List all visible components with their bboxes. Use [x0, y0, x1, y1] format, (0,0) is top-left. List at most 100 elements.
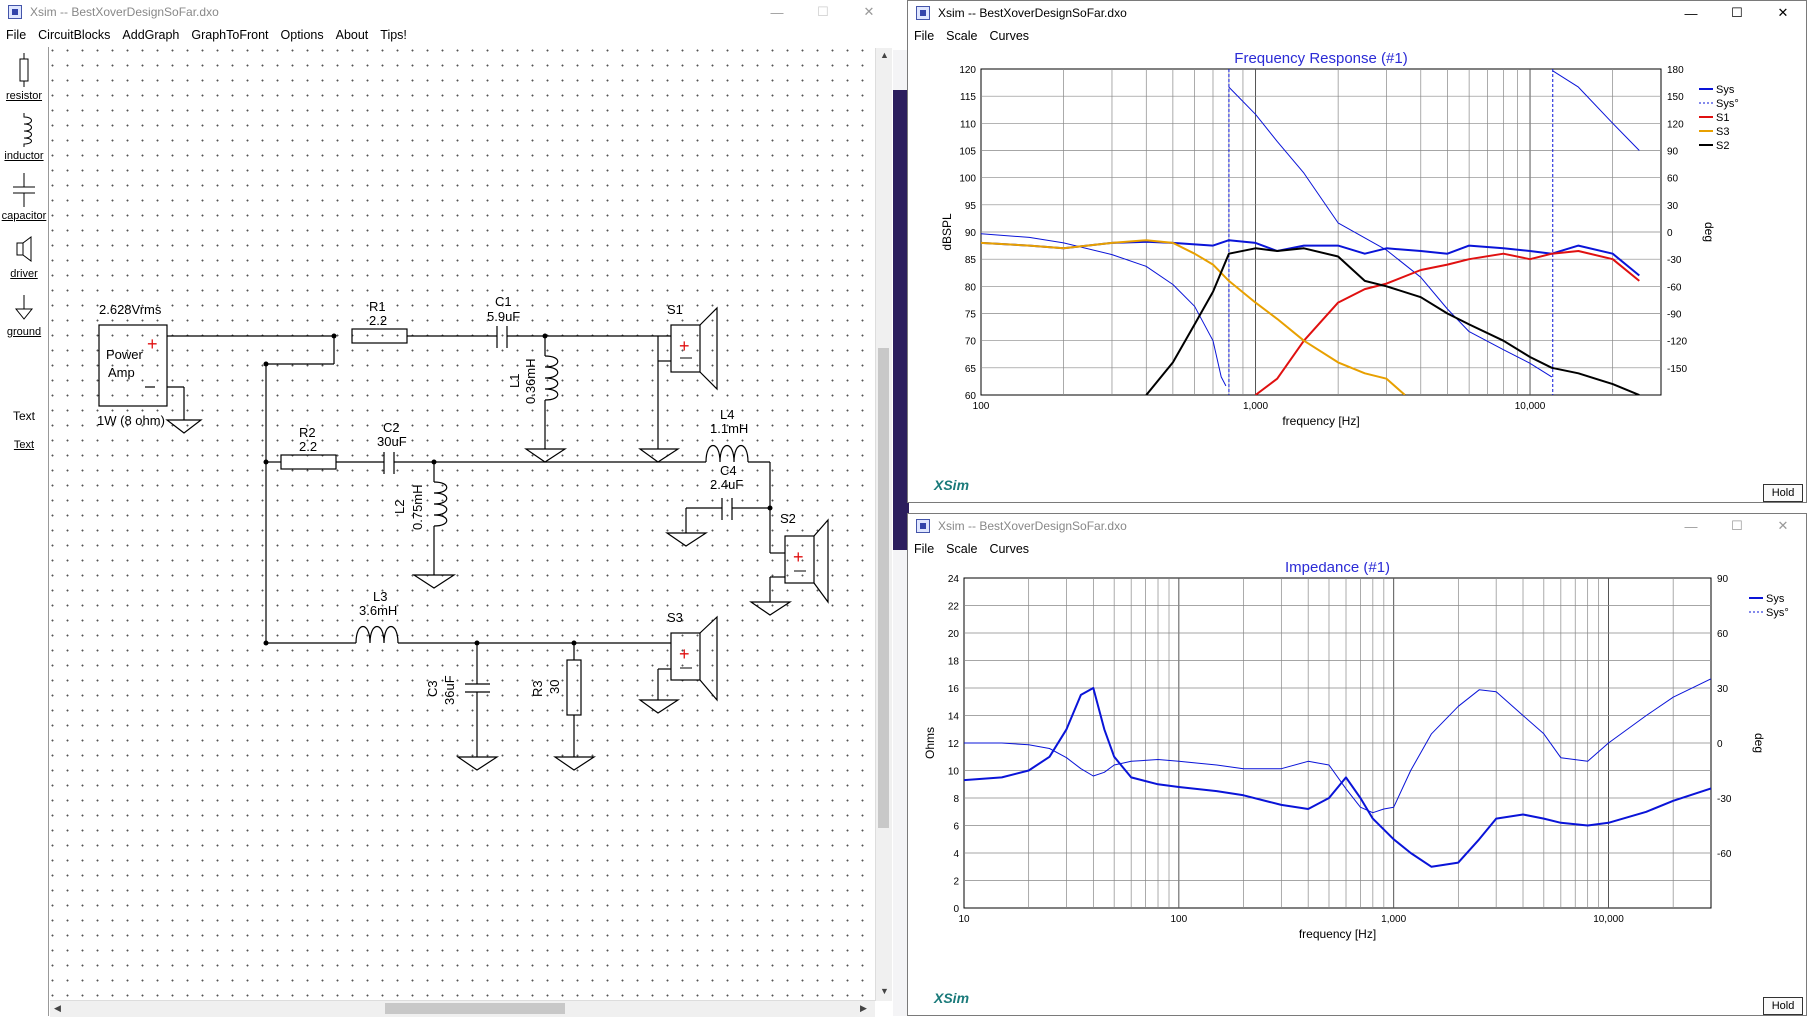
y2-axis-label: deg — [1752, 733, 1766, 753]
imp-menu-scale[interactable]: Scale — [946, 542, 978, 556]
y2-tick-label: 90 — [1667, 147, 1679, 158]
s1-driver-body[interactable] — [670, 324, 701, 373]
y-tick-label: 12 — [948, 739, 960, 750]
vertical-scrollbar[interactable]: ▲ ▼ — [875, 48, 892, 1001]
impedance-window: Xsim -- BestXoverDesignSoFar.dxo — ☐ ✕ F… — [907, 513, 1807, 1016]
s1-plus-mark: + — [679, 336, 690, 356]
l3-inductor[interactable] — [355, 625, 399, 644]
menu-options[interactable]: Options — [280, 28, 324, 42]
vertical-scroll-thumb[interactable] — [878, 348, 889, 828]
ground-symbol — [524, 448, 568, 463]
tool-text-link[interactable]: Text — [0, 439, 48, 451]
tool-text[interactable]: Text — [0, 409, 48, 423]
menu-tips[interactable]: Tips! — [380, 28, 407, 42]
s3-name: S3 — [667, 610, 683, 625]
x-tick-label: 10,000 — [1515, 401, 1546, 412]
c1-value: 5.9uF — [487, 309, 520, 324]
tool-resistor[interactable]: resistor — [0, 53, 48, 102]
fr-hold-button[interactable]: Hold — [1763, 484, 1803, 502]
frequency-response-chart[interactable]: 1201151101051009590858075706560180150120… — [908, 49, 1806, 499]
close-button[interactable]: ✕ — [863, 4, 875, 19]
y2-tick-label: 90 — [1717, 574, 1729, 585]
ground-symbol — [749, 601, 793, 616]
l1-inductor[interactable] — [544, 355, 559, 401]
maximize-button[interactable]: ☐ — [817, 4, 829, 19]
c2-name: C2 — [383, 420, 400, 435]
schematic-canvas[interactable]: + + + + 2.628Vrms Power Amp 1W (8 ohm) R… — [50, 48, 875, 1001]
fr-menu-file[interactable]: File — [914, 29, 935, 43]
chart-title: Frequency Response (#1) — [1234, 50, 1407, 67]
imp-titlebar[interactable]: Xsim -- BestXoverDesignSoFar.dxo — ☐ ✕ — [908, 514, 1806, 538]
imp-close-button[interactable]: ✕ — [1777, 518, 1789, 533]
s3-driver-body[interactable] — [670, 632, 701, 681]
junction-dot — [263, 459, 269, 465]
tool-inductor[interactable]: inductor — [0, 113, 48, 162]
s2-driver-cone — [813, 518, 829, 604]
y-tick-label: 0 — [953, 904, 959, 915]
s2-driver-body[interactable] — [784, 535, 815, 584]
l4-inductor[interactable] — [705, 444, 749, 463]
y2-axis-label: deg — [1702, 222, 1716, 242]
l2-inductor[interactable] — [433, 481, 448, 527]
window-title: Xsim -- BestXoverDesignSoFar.dxo — [30, 5, 219, 19]
imp-menu-curves[interactable]: Curves — [989, 542, 1030, 556]
legend-label: Sys° — [1716, 98, 1739, 110]
y-tick-label: 18 — [948, 657, 960, 668]
menu-about[interactable]: About — [335, 28, 369, 42]
imp-menu-file[interactable]: File — [914, 542, 935, 556]
x-axis-label: frequency [Hz] — [1299, 927, 1376, 941]
plus-mark: + — [147, 334, 158, 354]
legend-label: S2 — [1716, 140, 1729, 152]
schematic-titlebar[interactable]: Xsim -- BestXoverDesignSoFar.dxo — ☐ ✕ — [0, 0, 893, 24]
menu-addgraph[interactable]: AddGraph — [122, 28, 180, 42]
r3-resistor[interactable] — [566, 659, 582, 716]
background-banner — [893, 90, 909, 550]
minimize-button[interactable]: — — [770, 4, 784, 20]
l4-name: L4 — [720, 407, 734, 422]
r2-resistor[interactable] — [280, 454, 337, 470]
y-tick-label: 100 — [959, 174, 976, 185]
tool-ground[interactable]: ground — [0, 293, 48, 338]
c3-name: C3 — [425, 680, 440, 697]
fr-close-button[interactable]: ✕ — [1777, 5, 1789, 20]
fr-menu-scale[interactable]: Scale — [946, 29, 978, 43]
fr-minimize-button[interactable]: — — [1684, 5, 1698, 21]
resistor-icon — [19, 53, 29, 87]
ground-symbol — [411, 574, 457, 589]
fr-maximize-button[interactable]: ☐ — [1731, 5, 1743, 20]
ground-symbol — [165, 419, 203, 434]
imp-maximize-button[interactable]: ☐ — [1731, 518, 1743, 533]
fr-titlebar[interactable]: Xsim -- BestXoverDesignSoFar.dxo — ☐ ✕ — [908, 1, 1806, 25]
imp-minimize-button[interactable]: — — [1684, 518, 1698, 534]
scroll-right-arrow[interactable]: ▶ — [860, 1003, 867, 1013]
series-line-sys-phase — [964, 678, 1711, 814]
y-tick-label: 22 — [948, 602, 960, 613]
y-tick-label: 14 — [948, 712, 960, 723]
menu-graphtofront[interactable]: GraphToFront — [191, 28, 269, 42]
junction-dot — [542, 333, 548, 339]
scroll-left-arrow[interactable]: ◀ — [54, 1003, 61, 1013]
y-axis-label: dBSPL — [940, 213, 954, 251]
capacitor-icon — [13, 173, 35, 207]
tool-capacitor-label: capacitor — [1, 210, 47, 222]
ground-icon — [14, 295, 34, 320]
tool-driver[interactable]: driver — [0, 235, 48, 280]
imp-hold-button[interactable]: Hold — [1763, 997, 1803, 1015]
y-tick-label: 110 — [960, 119, 976, 130]
y2-tick-label: 120 — [1667, 119, 1684, 130]
schematic-menubar: File CircuitBlocks AddGraph GraphToFront… — [0, 24, 893, 46]
menu-file[interactable]: File — [6, 28, 27, 42]
menu-circuitblocks[interactable]: CircuitBlocks — [38, 28, 111, 42]
power-amp-box[interactable] — [98, 324, 168, 407]
x-tick-label: 1,000 — [1243, 401, 1268, 412]
horizontal-scroll-thumb[interactable] — [385, 1003, 565, 1014]
horizontal-scrollbar[interactable]: ◀ ▶ — [50, 1000, 875, 1017]
r1-resistor[interactable] — [351, 328, 408, 344]
y2-tick-label: 30 — [1667, 201, 1679, 212]
scroll-up-arrow[interactable]: ▲ — [880, 50, 889, 60]
series-line-sys — [981, 239, 1640, 277]
tool-capacitor[interactable]: capacitor — [0, 173, 48, 222]
scroll-down-arrow[interactable]: ▼ — [880, 986, 889, 996]
fr-menu-curves[interactable]: Curves — [989, 29, 1030, 43]
